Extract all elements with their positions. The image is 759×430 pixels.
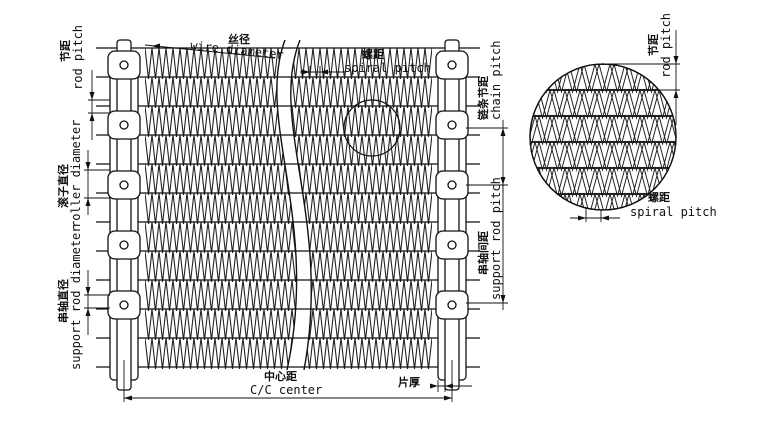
rod-pitch-cn-label: 节距	[59, 40, 72, 62]
detail-rod-pitch-cn-label: 节距	[647, 34, 660, 56]
spiral-row	[145, 279, 432, 312]
detail-view	[529, 63, 677, 211]
spiral-mesh	[145, 47, 432, 370]
spiral-row	[145, 134, 432, 167]
detail-spiral-pitch-en-label: spiral pitch	[630, 205, 717, 219]
support-rod-diameter-cn-label: 串轴直径	[57, 279, 70, 323]
rod-pitch-en-label: rod pitch	[71, 24, 85, 90]
cc-center-en-label: C/C center	[250, 383, 323, 397]
spiral-row	[145, 250, 432, 283]
cc-center-cn-label: 中心距	[264, 370, 297, 383]
spiral-pitch-cn-label: 螺距	[362, 48, 384, 61]
spiral-row	[145, 308, 432, 341]
support-rod-pitch-en-label: support rod pitch	[489, 177, 503, 300]
right-chain	[435, 39, 469, 391]
roller-diameter-cn-label: 滚子直径	[57, 164, 70, 208]
left-chain	[107, 39, 141, 391]
chain-pitch-cn-label: 链条节距	[477, 76, 490, 120]
roller-diameter-en-label: roller diameter	[69, 119, 83, 228]
detail-spiral-pitch-cn-label: 螺距	[648, 191, 670, 204]
spiral-row	[145, 221, 432, 254]
wire-diameter-cn-label: 丝径	[228, 33, 250, 46]
plate-thickness-cn-label: 片厚	[398, 376, 420, 389]
break-lines	[276, 39, 312, 371]
detail-rod-pitch-en-label: rod pitch	[659, 12, 673, 78]
spiral-pitch-en-label: spiral pitch	[344, 61, 431, 75]
spiral-row	[145, 76, 432, 109]
support-rod-pitch-cn-label: 串轴间距	[477, 231, 490, 275]
spiral-row	[145, 163, 432, 196]
detail-marker-circle	[343, 99, 401, 157]
chain-pitch-en-label: chain pitch	[489, 40, 503, 120]
cross-rods	[96, 47, 480, 368]
dimension-arrows	[85, 43, 679, 401]
support-rod-diameter-en-label: support rod diameter	[69, 225, 83, 371]
